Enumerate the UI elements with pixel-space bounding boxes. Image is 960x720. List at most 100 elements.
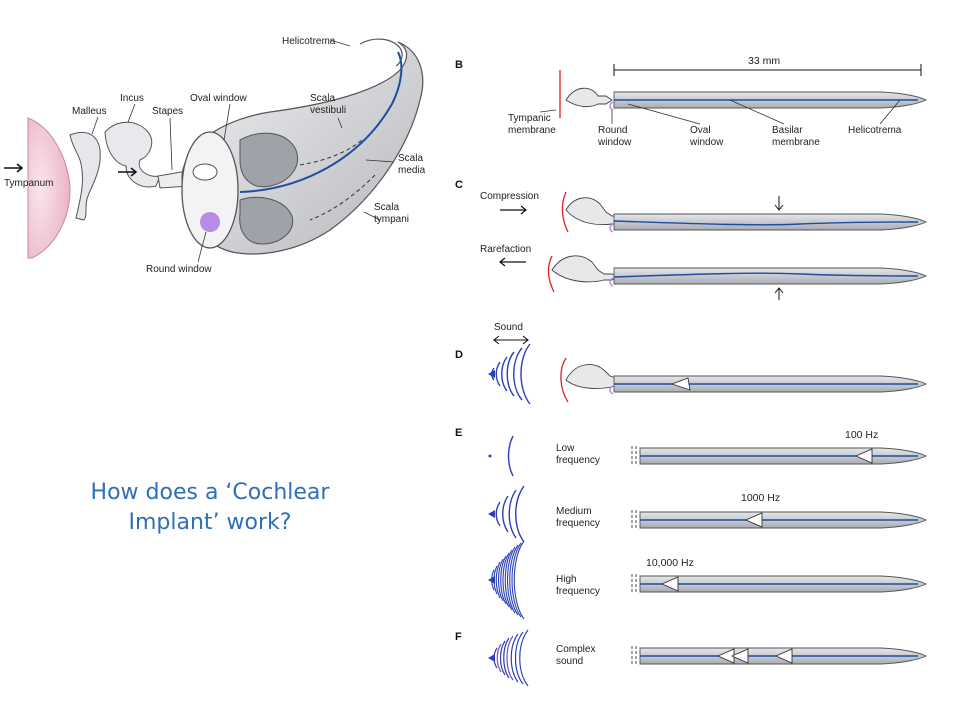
panel-label-b: B — [455, 59, 463, 71]
label-helicotrema-a: Helicotrema — [282, 36, 336, 47]
round-window-b — [609, 101, 614, 111]
peak-complex-2 — [730, 648, 749, 664]
figure-d-sound-wave: D Sound — [455, 322, 928, 405]
traveling-wave-d — [670, 377, 691, 391]
label-medium-1: Medium — [556, 506, 592, 517]
helicotrema-tip — [359, 38, 403, 67]
label-oval-window-a: Oval window — [190, 93, 247, 104]
round-window-d — [609, 385, 614, 395]
question-line-1: How does a ‘Cochlear — [90, 480, 330, 505]
tympanic-line-c1 — [561, 191, 569, 233]
row-medium-frequency: Medium frequency 1000 Hz — [488, 485, 928, 543]
figure-f-complex-sound: F Complex sound — [455, 629, 928, 687]
label-high-1: High — [556, 574, 577, 585]
label-scala-media-1: Scala — [398, 153, 423, 164]
scala-tympani-chamber — [239, 196, 294, 245]
figure-c-compression-rarefaction: C Compression Rarefaction — [455, 179, 928, 300]
tympanic-line-c2 — [547, 255, 555, 293]
figure-a-cochlea-illustration: Helicotrema Malleus Incus Oval window St… — [4, 36, 426, 275]
leader-lines-a — [91, 39, 395, 263]
input-arrow-stapes — [118, 167, 138, 177]
label-helicotrema-b: Helicotrema — [848, 125, 902, 136]
label-oval-1: Oval — [690, 125, 711, 136]
incus-shape — [104, 121, 161, 188]
row-low-frequency: Low frequency 100 Hz — [488, 429, 928, 477]
compression-arrow — [500, 205, 527, 215]
scala-vestibuli-chamber — [239, 132, 298, 188]
panel-label-e: E — [455, 427, 462, 439]
round-window-c2 — [609, 277, 614, 287]
pressure-arrow-c2 — [774, 287, 784, 300]
row-high-frequency: High frequency 10,000 Hz — [488, 540, 928, 620]
oval-window-dashes-high — [631, 574, 637, 594]
sound-source-complex — [488, 654, 495, 662]
label-malleus: Malleus — [72, 106, 106, 117]
panel-label-c: C — [455, 179, 463, 191]
panel-label-d: D — [455, 349, 463, 361]
oval-window-ring — [181, 131, 239, 249]
ossicles-c2 — [551, 255, 620, 283]
flow-arrow-dashed-lower — [309, 174, 376, 221]
cochlea-tube-c2 — [613, 267, 928, 285]
round-window-c1 — [609, 223, 614, 233]
label-complex-2: sound — [556, 656, 583, 667]
label-complex-1: Complex — [556, 644, 595, 655]
hz-medium: 1000 Hz — [741, 492, 780, 504]
peak-medium — [744, 512, 763, 528]
basilar-membrane-line-a — [239, 51, 403, 193]
cochlea-tube-c1 — [613, 213, 928, 231]
label-tympanic-1: Tympanic — [508, 113, 551, 124]
length-bracket — [613, 64, 922, 76]
peak-low — [854, 448, 873, 464]
round-window-spot — [200, 212, 220, 232]
wavefront-low — [507, 435, 514, 477]
input-arrow-tympanum — [4, 163, 24, 173]
question-line-2: Implant’ work? — [128, 510, 292, 535]
label-sound: Sound — [494, 322, 523, 333]
basilar-membrane-c1 — [613, 220, 919, 226]
label-low-1: Low — [556, 443, 575, 454]
basilar-membrane-c2 — [613, 272, 919, 278]
label-scala-vestibuli-2: vestibuli — [310, 105, 346, 116]
length-label: 33 mm — [748, 55, 780, 67]
slide-question: How does a ‘Cochlear Implant’ work? — [40, 478, 380, 538]
oval-window-dashes-complex — [631, 646, 637, 666]
label-stapes: Stapes — [152, 106, 183, 117]
sound-double-arrow — [493, 335, 529, 345]
pressure-arrow-c1 — [774, 196, 784, 211]
oval-window-dashes-low — [631, 446, 637, 466]
label-medium-2: frequency — [556, 518, 600, 529]
label-round-window-a: Round window — [146, 264, 212, 275]
sound-wavefronts-d — [491, 343, 531, 405]
label-round-1: Round — [598, 125, 627, 136]
label-scala-vestibuli-1: Scala — [310, 93, 335, 104]
malleus-shape — [69, 131, 101, 221]
leader-lines-b — [539, 99, 901, 125]
label-low-2: frequency — [556, 455, 600, 466]
label-oval-2: window — [689, 137, 724, 148]
label-round-2: window — [597, 137, 632, 148]
tympanum-shape — [27, 117, 71, 259]
label-scala-media-2: media — [398, 165, 426, 176]
peak-high — [660, 576, 679, 592]
tympanic-line-d — [560, 357, 569, 403]
sound-source-low — [488, 454, 492, 458]
label-compression: Compression — [480, 191, 539, 202]
oval-window-inner — [192, 163, 218, 181]
sound-source-d — [488, 370, 495, 378]
label-scala-tympani-1: Scala — [374, 202, 399, 213]
label-tympanic-2: membrane — [508, 125, 556, 136]
label-basilar-2: membrane — [772, 137, 820, 148]
sound-source-medium — [488, 510, 495, 518]
panel-label-f: F — [455, 631, 462, 643]
wavefronts-high — [491, 540, 525, 620]
figure-e-frequency-tuning: E Low frequency 100 Hz Medium frequency — [455, 427, 928, 620]
ossicles-b — [565, 87, 613, 108]
hz-high: 10,000 Hz — [646, 557, 694, 569]
label-basilar-1: Basilar — [772, 125, 803, 136]
figure-b-uncoiled-cochlea: B 33 mm Tympanic membrane Round window O… — [455, 55, 928, 148]
label-high-2: frequency — [556, 586, 600, 597]
label-incus: Incus — [120, 93, 144, 104]
oval-window-dashes-medium — [631, 510, 637, 530]
